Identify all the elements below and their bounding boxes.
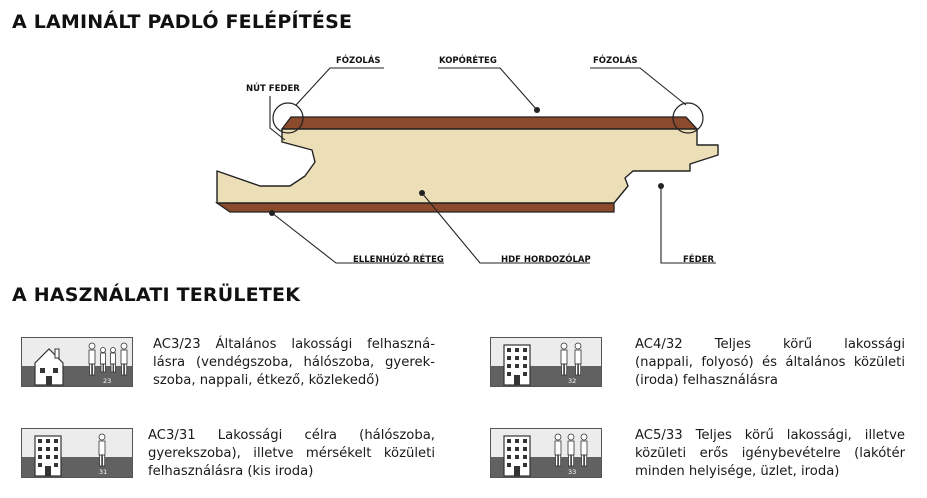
label-hdf: HDF HORDOZÓLAP xyxy=(501,253,591,265)
usage-badge-33: 33 xyxy=(490,428,602,478)
leader-nut-feder xyxy=(269,96,286,141)
usage-text-32: AC4/32 Teljes körű lakossági (nappali, f… xyxy=(635,337,905,388)
usage-text-31: AC3/31 Lakossági célra (hálószoba, gyere… xyxy=(148,428,435,479)
usage-text-33: AC5/33 Teljes körű lakossági, illetve kö… xyxy=(635,428,905,479)
family-icon xyxy=(88,342,128,376)
leader-hdf xyxy=(421,192,590,264)
office-building-icon xyxy=(503,435,531,477)
hdf-core-board xyxy=(216,128,719,204)
usage-badge-31: 31 xyxy=(21,428,133,478)
people-icon xyxy=(560,342,582,376)
usage-badge-23: 23 xyxy=(21,337,133,387)
house-icon xyxy=(34,348,64,386)
wear-layer xyxy=(280,116,699,130)
laminate-cross-section-diagram: FÓZOLÁS KOPÓRÉTEG FÓZOLÁS NÚT FEDER ELLE… xyxy=(214,54,719,265)
badge-code: 31 xyxy=(99,468,107,476)
leader-koporeteg xyxy=(438,67,538,111)
bevel-right-circle xyxy=(672,102,704,134)
usage-text-23: AC3/23 Általános lakossági felhaszná- lá… xyxy=(153,337,435,388)
label-feder: FÉDER xyxy=(683,253,714,265)
structure-title: A LAMINÁLT PADLÓ FELÉPÍTÉSE xyxy=(12,11,353,33)
badge-code: 32 xyxy=(568,377,576,385)
office-building-icon xyxy=(34,435,62,477)
label-nut-feder: NÚT FEDER xyxy=(246,82,300,94)
label-koporeteg: KOPÓRÉTEG xyxy=(439,54,497,66)
usage-badge-32: 32 xyxy=(490,337,602,387)
badge-code: 23 xyxy=(103,377,111,385)
leader-fozolas-right xyxy=(590,67,687,106)
crowd-icon xyxy=(554,433,588,467)
leader-feder xyxy=(660,186,716,264)
counter-layer xyxy=(214,202,615,213)
badge-code: 33 xyxy=(568,468,576,476)
leader-ellenhuzo xyxy=(271,212,444,264)
person-icon xyxy=(98,433,106,467)
label-fozolas-right: FÓZOLÁS xyxy=(593,54,638,66)
office-building-icon xyxy=(503,344,531,386)
bevel-left-circle xyxy=(272,102,304,134)
label-ellenhuzo: ELLENHÚZÓ RÉTEG xyxy=(353,253,444,265)
label-fozolas-left: FÓZOLÁS xyxy=(336,54,381,66)
leader-fozolas-left xyxy=(295,67,384,106)
areas-title: A HASZNÁLATI TERÜLETEK xyxy=(12,284,301,306)
